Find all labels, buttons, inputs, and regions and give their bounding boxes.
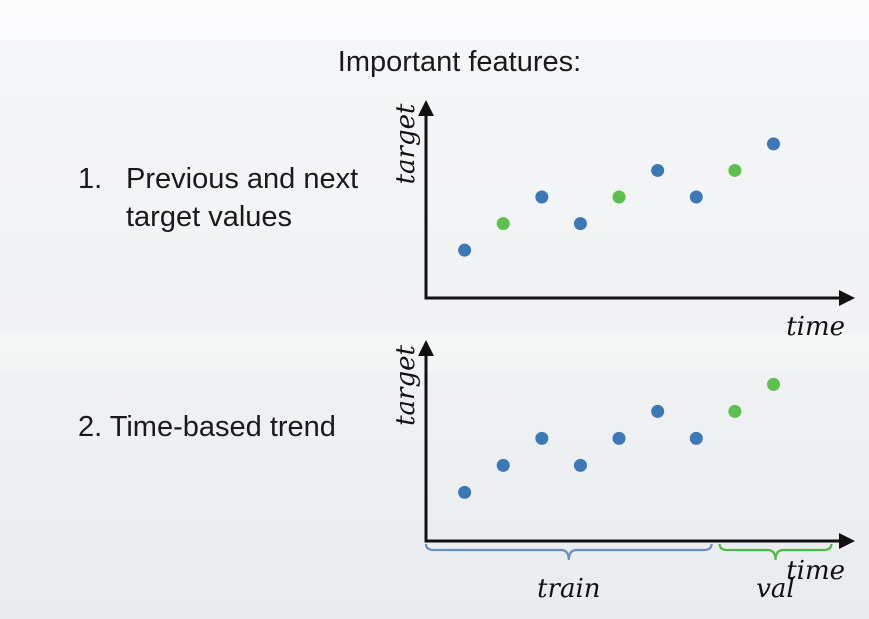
val-bracket-label: val: [756, 574, 795, 604]
data-point: [651, 163, 665, 177]
y-axis-label: target: [391, 345, 421, 426]
feature-item-1-number: 1.: [78, 163, 103, 195]
data-point: [535, 190, 549, 204]
data-point: [573, 217, 587, 231]
chart-1: target time: [391, 100, 855, 342]
y-axis-arrow: [418, 100, 434, 116]
data-point: [728, 163, 742, 177]
background-band-mid: [0, 330, 869, 370]
data-point: [612, 431, 626, 445]
data-point: [767, 137, 780, 151]
feature-item-2: 2. Time-based trend: [78, 411, 336, 443]
train-bracket-label: train: [537, 574, 600, 604]
data-point: [651, 404, 665, 418]
x-axis-label: time: [786, 312, 845, 342]
chart-2: target time train val: [391, 340, 855, 604]
y-axis-label: target: [391, 103, 421, 184]
data-point: [573, 458, 587, 472]
data-point: [458, 485, 472, 499]
val-bracket: [718, 543, 833, 561]
feature-item-1-line2: target values: [126, 201, 293, 233]
feature-item-1: 1. Previous and next target values: [78, 160, 358, 236]
background-band-top: [0, 0, 869, 40]
x-axis-label: time: [786, 556, 845, 586]
data-point: [496, 458, 510, 472]
data-point: [458, 243, 472, 257]
data-point: [689, 190, 703, 204]
slide-heading: Important features:: [337, 46, 582, 78]
data-point: [612, 190, 626, 204]
data-point: [728, 404, 742, 418]
data-point: [689, 431, 703, 445]
x-axis-arrow: [839, 533, 855, 549]
data-point: [767, 377, 780, 391]
x-axis-arrow: [839, 290, 855, 306]
feature-item-1-line1: Previous and next: [126, 163, 359, 195]
data-point: [496, 217, 510, 231]
data-point: [535, 431, 549, 445]
y-axis-arrow: [418, 340, 434, 356]
train-bracket: [424, 543, 713, 561]
